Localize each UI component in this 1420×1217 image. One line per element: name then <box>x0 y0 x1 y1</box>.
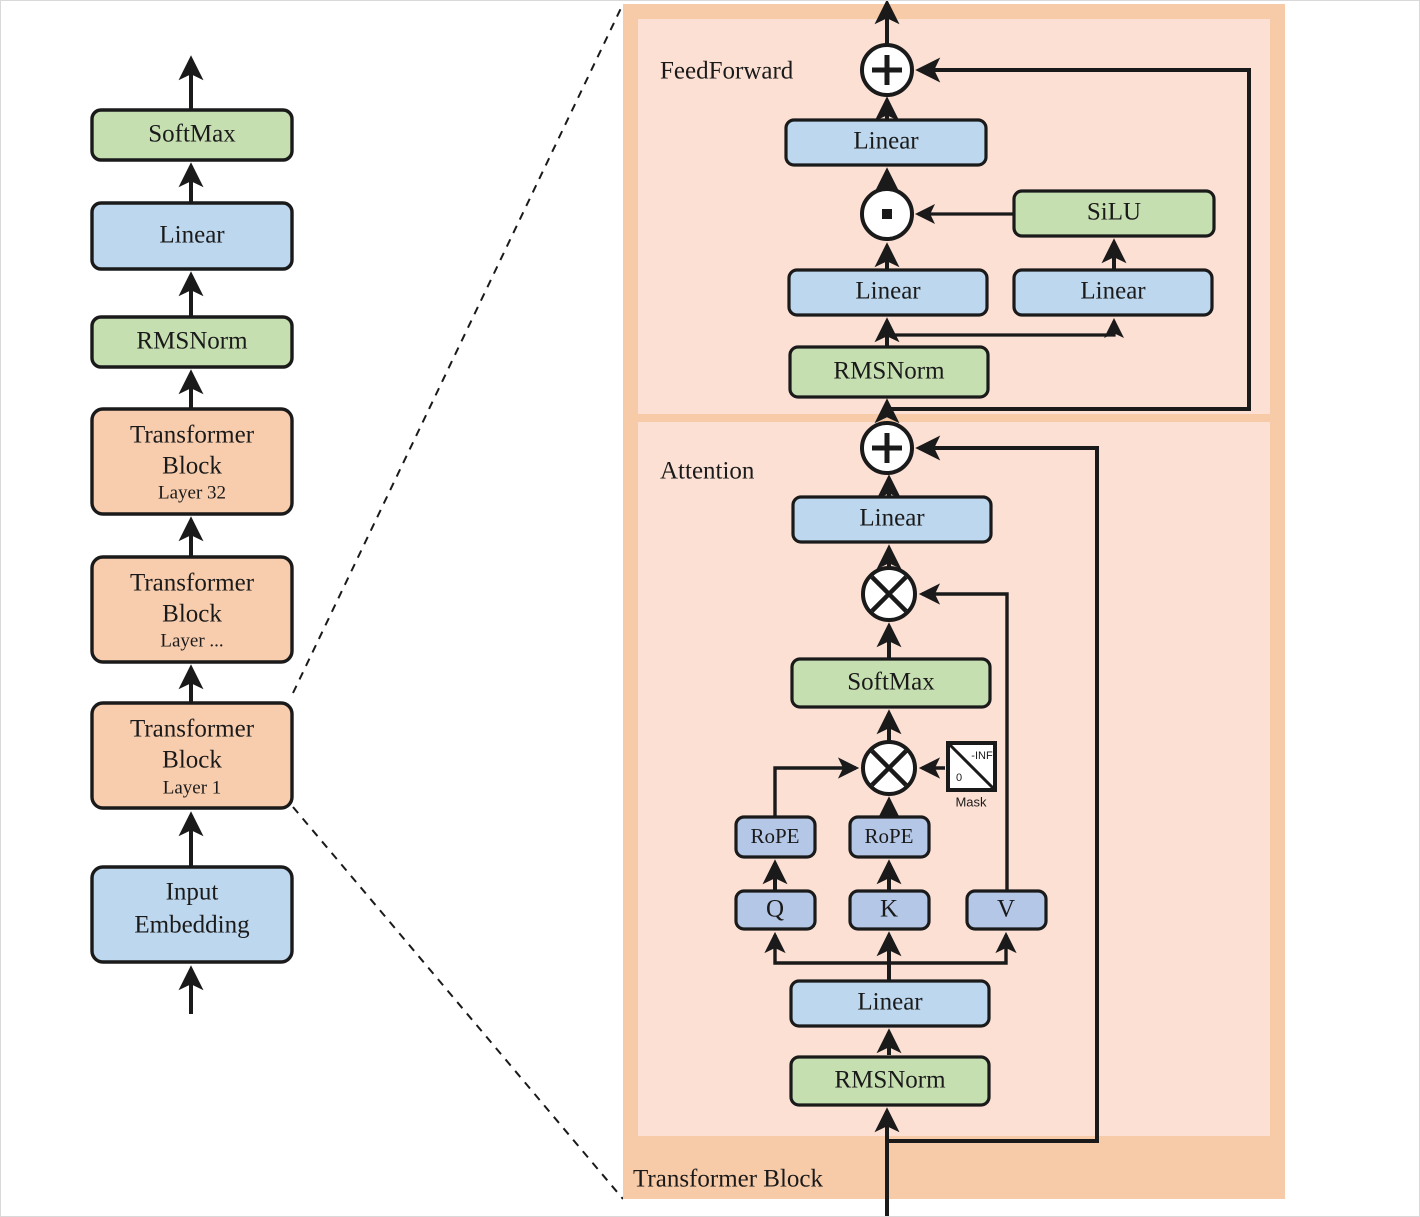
block-label: V <box>997 896 1015 923</box>
block-label: Linear <box>857 989 923 1016</box>
block-attn-softmax[interactable]: SoftMax <box>790 657 992 709</box>
block-transformer-layer-mid[interactable]: Transformer Block Layer ... <box>90 555 294 664</box>
block-label: SoftMax <box>148 121 236 148</box>
block-query[interactable]: Q <box>734 889 817 931</box>
feedforward-section-label: FeedForward <box>660 58 794 85</box>
mask-lower-value: 0 <box>956 772 962 784</box>
block-label: RoPE <box>750 824 799 848</box>
block-key[interactable]: K <box>848 889 931 931</box>
block-label: Linear <box>859 505 925 532</box>
block-label: SiLU <box>1087 199 1141 226</box>
attention-residual-wire <box>887 435 1099 1143</box>
mask-upper-value: -INF <box>971 750 993 762</box>
block-label: RMSNorm <box>834 1067 946 1094</box>
block-attn-rmsnorm[interactable]: RMSNorm <box>789 1055 991 1107</box>
attention-add-operator <box>860 421 914 475</box>
block-label: Linear <box>853 128 919 155</box>
block-ff-rmsnorm[interactable]: RMSNorm <box>788 345 990 399</box>
dot-glyph <box>882 209 892 219</box>
block-linear-head[interactable]: Linear <box>90 201 294 271</box>
block-label-line2: Embedding <box>134 912 250 939</box>
detail-outer-label: Transformer Block <box>633 1166 824 1193</box>
block-sublabel: Layer 32 <box>158 482 226 503</box>
block-rope-query[interactable]: RoPE <box>734 815 817 859</box>
block-attn-linear-out[interactable]: Linear <box>791 495 993 544</box>
block-label: Linear <box>1080 278 1146 305</box>
rope-q-to-matmul-wire <box>773 757 860 816</box>
block-label: SoftMax <box>847 669 935 696</box>
block-label: RMSNorm <box>833 358 945 385</box>
value-to-matmul-wire <box>918 583 1009 890</box>
block-label-line1: Transformer <box>130 422 255 449</box>
block-rope-key[interactable]: RoPE <box>848 815 931 859</box>
block-ff-linear-down[interactable]: Linear <box>784 118 988 167</box>
connector-bottom <box>292 806 624 1200</box>
mask-icon: -INF 0 Mask <box>946 741 997 809</box>
block-label: K <box>880 896 898 923</box>
block-label-line1: Input <box>166 879 219 906</box>
block-value[interactable]: V <box>965 889 1048 931</box>
block-label: RoPE <box>864 824 913 848</box>
block-label: Q <box>766 896 784 923</box>
block-sublabel: Layer 1 <box>163 777 222 798</box>
attention-section-label: Attention <box>660 458 755 485</box>
zoom-connector-lines <box>292 3 624 1200</box>
mask-caption: Mask <box>955 794 987 809</box>
block-ff-linear-up[interactable]: Linear <box>787 268 989 317</box>
model-overview-stack: SoftMax Linear RMSNorm Transformer Block… <box>90 55 294 1014</box>
block-label-line2: Block <box>162 453 222 480</box>
block-label-line1: Transformer <box>130 716 255 743</box>
attention-matmul-av-operator <box>861 566 917 622</box>
connector-top <box>292 3 624 694</box>
block-label-line1: Transformer <box>130 570 255 597</box>
block-silu[interactable]: SiLU <box>1012 189 1216 238</box>
ff-multiply-operator <box>860 187 914 241</box>
block-label: Linear <box>855 278 921 305</box>
transformer-block-detail: FeedForward Attention Transformer Block … <box>623 1 1285 1216</box>
block-attn-linear-qkv[interactable]: Linear <box>789 979 991 1028</box>
block-sublabel: Layer ... <box>160 630 223 651</box>
block-transformer-layer-32[interactable]: Transformer Block Layer 32 <box>90 407 294 516</box>
attention-matmul-qk-operator <box>861 740 917 796</box>
block-label-line2: Block <box>162 747 222 774</box>
block-softmax[interactable]: SoftMax <box>90 108 294 162</box>
block-label-line2: Block <box>162 601 222 628</box>
ff-add-operator <box>860 43 914 97</box>
block-label: RMSNorm <box>136 328 248 355</box>
block-input-embedding[interactable]: Input Embedding <box>90 865 294 964</box>
block-label: Linear <box>159 222 225 249</box>
block-rmsnorm-final[interactable]: RMSNorm <box>90 315 294 369</box>
block-transformer-layer-1[interactable]: Transformer Block Layer 1 <box>90 701 294 810</box>
feedforward-residual-wire <box>887 57 1251 411</box>
block-ff-linear-gate[interactable]: Linear <box>1012 268 1214 317</box>
